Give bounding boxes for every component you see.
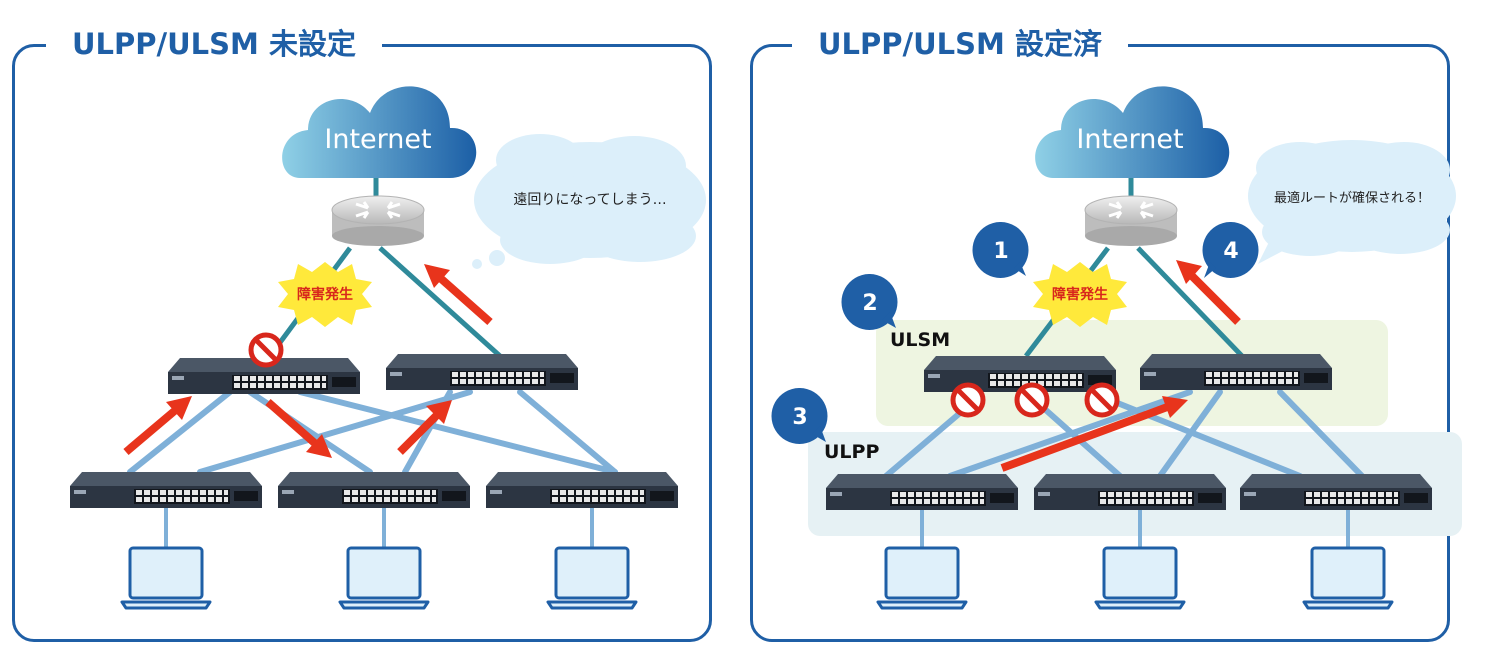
right-mesh-links	[883, 389, 1365, 479]
left-thought-text: 遠回りになってしまう…	[513, 192, 666, 208]
right-core-switch-a	[924, 356, 1116, 392]
ulsm-zone	[876, 320, 1388, 426]
left-core-switch-b	[386, 354, 578, 390]
right-edge-switch-1	[826, 474, 1018, 510]
left-fault-label: 障害発生	[297, 286, 353, 303]
right-cloud-label: Internet	[1076, 124, 1183, 155]
right-router-icon	[1083, 194, 1179, 248]
step-number-3: 3	[792, 405, 807, 430]
right-edge-switch-3	[1240, 474, 1432, 510]
ulpp-label: ULPP	[824, 441, 879, 463]
step-number-4: 4	[1223, 239, 1238, 264]
left-edge-switch-2	[278, 472, 470, 508]
left-thought-bubble	[472, 134, 706, 269]
left-laptop-2-icon	[338, 546, 430, 610]
left-laptop-3-icon	[546, 546, 638, 610]
right-fault-burst-icon	[1033, 262, 1127, 327]
left-edge-switch-1	[70, 472, 262, 508]
left-laptop-1-icon	[120, 546, 212, 610]
step-number-2: 2	[862, 291, 877, 316]
right-laptop-links	[920, 510, 1350, 548]
right-blocked-port-3-icon	[1087, 385, 1117, 415]
left-router-icon	[330, 194, 426, 248]
left-edge-switch-3	[486, 472, 678, 508]
left-panel-title: ULPP/ULSM 未設定	[46, 18, 382, 70]
left-fault-burst-icon	[278, 262, 372, 327]
right-speech-text: 最適ルートが確保される！	[1274, 190, 1430, 206]
right-speech-bubble	[1248, 140, 1456, 264]
left-laptop-links	[164, 508, 594, 548]
right-edge-switch-2	[1034, 474, 1226, 510]
step-number-1: 1	[993, 239, 1008, 264]
step-marker-1: 1	[972, 222, 1029, 278]
left-cloud-label: Internet	[324, 124, 431, 155]
right-fault-label: 障害発生	[1052, 286, 1108, 303]
left-mesh-links	[127, 389, 618, 475]
ulsm-label: ULSM	[890, 329, 950, 351]
right-laptop-3-icon	[1302, 546, 1394, 610]
right-blocked-port-1-icon	[953, 385, 983, 415]
right-core-switch-b	[1140, 354, 1332, 390]
right-blocked-port-2-icon	[1017, 385, 1047, 415]
step-marker-2: 2	[841, 274, 898, 330]
right-laptop-1-icon	[876, 546, 968, 610]
left-blocked-link-icon	[251, 335, 281, 365]
right-panel-title: ULPP/ULSM 設定済	[792, 18, 1128, 70]
step-marker-4: 4	[1202, 222, 1259, 278]
right-laptop-2-icon	[1094, 546, 1186, 610]
left-detour-arrows	[123, 264, 493, 458]
right-optimal-arrows	[1000, 260, 1241, 472]
step-marker-3: 3	[771, 388, 828, 444]
